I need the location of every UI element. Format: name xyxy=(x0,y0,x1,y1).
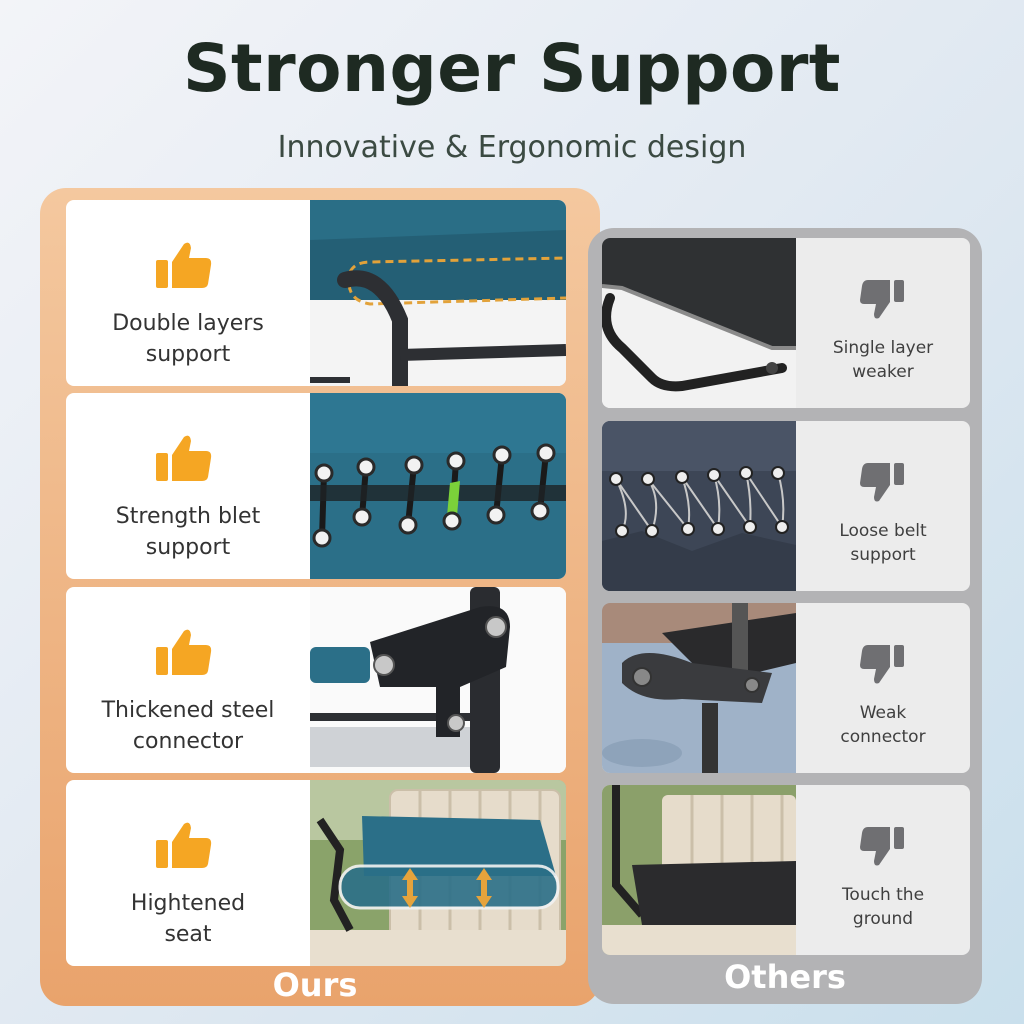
caption-line: seat xyxy=(164,922,212,947)
others-row-touch-ground: Touch the ground xyxy=(602,785,970,955)
caption-line: Touch the xyxy=(841,885,925,905)
thumbs-up-icon xyxy=(156,822,212,868)
page-title: Stronger Support xyxy=(183,30,841,107)
caption-line: support xyxy=(145,342,231,367)
weak-connector-photo xyxy=(602,603,796,773)
caption-line: Loose belt xyxy=(839,521,927,541)
caption-line: Double layers xyxy=(112,311,264,336)
caption-line: Strength blet xyxy=(115,504,261,529)
caption-line: support xyxy=(850,545,916,565)
thumbs-up-icon xyxy=(156,435,212,481)
thumbs-down-icon xyxy=(860,827,904,866)
caption-line: support xyxy=(145,535,231,560)
ours-row-hightened-seat: Hightened seat xyxy=(66,780,566,966)
caption-line: weaker xyxy=(852,362,914,382)
hightened-seat-photo xyxy=(310,780,566,966)
others-row-loose-belt: Loose belt support xyxy=(602,421,970,591)
touch-ground-photo xyxy=(602,785,796,955)
caption-line: connector xyxy=(840,727,926,747)
thumbs-down-icon xyxy=(860,645,904,684)
ours-row-strength-belt: Strength blet support xyxy=(66,393,566,579)
thumbs-up-icon xyxy=(156,629,212,675)
thumbs-down-icon xyxy=(860,280,904,319)
double-layer-fabric-photo xyxy=(310,200,566,386)
single-layer-fabric-photo xyxy=(602,238,796,408)
thumbs-up-icon xyxy=(156,242,212,288)
loose-belt-photo xyxy=(602,421,796,591)
ours-label: Ours xyxy=(272,966,358,1004)
others-row-weak-connector: Weak connector xyxy=(602,603,970,773)
caption-line: Weak xyxy=(859,703,907,723)
ours-row-steel-connector: Thickened steel connector xyxy=(66,587,566,773)
others-row-single-layer: Single layer weaker xyxy=(602,238,970,408)
ours-row-double-layers: Double layers support xyxy=(66,200,566,386)
steel-connector-photo xyxy=(310,587,566,773)
caption-line: Thickened steel xyxy=(101,698,275,723)
thumbs-down-icon xyxy=(860,463,904,502)
caption-line: connector xyxy=(132,729,244,754)
caption-line: Single layer xyxy=(832,338,934,358)
page-subtitle: Innovative & Ergonomic design xyxy=(277,130,747,165)
caption-line: ground xyxy=(852,909,914,929)
caption-line: Hightened xyxy=(130,891,246,916)
strength-belt-photo xyxy=(310,393,566,579)
others-label: Others xyxy=(724,958,846,996)
